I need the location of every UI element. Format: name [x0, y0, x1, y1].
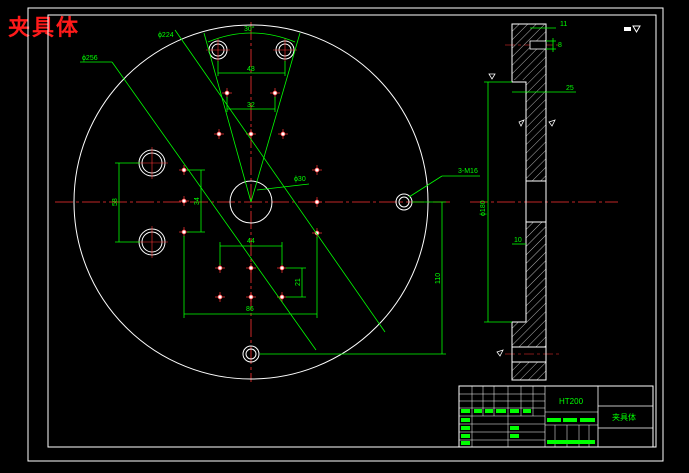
- dim-dia30-label: ϕ30: [294, 176, 306, 183]
- dim-10-label: 10: [514, 237, 522, 244]
- large-hole-top-right[interactable]: [273, 38, 297, 62]
- large-hole-left-upper[interactable]: [136, 147, 168, 179]
- dim-thread-label: 3-M16: [458, 168, 478, 175]
- dim-44-label: 44: [247, 238, 255, 245]
- dim-48-label: 48: [247, 66, 255, 73]
- dim-11-label: 11: [560, 21, 567, 28]
- side-section-view[interactable]: [470, 23, 618, 381]
- dimension-lines-front: [80, 29, 480, 355]
- part-name-label: 夹具体: [612, 412, 636, 422]
- dim-8-label: 8: [558, 42, 562, 49]
- roughness-symbol-corner: [624, 25, 641, 33]
- dim-110-label: 110: [435, 273, 442, 284]
- dim-58-label: 58: [112, 198, 119, 206]
- small-hole-markers: [179, 88, 322, 302]
- dim-dia256-label: ϕ256: [82, 55, 98, 62]
- center-bore[interactable]: [229, 180, 273, 224]
- dim-25-label: 25: [566, 85, 574, 92]
- large-hole-left-lower[interactable]: [136, 226, 168, 258]
- material-label: HT200: [559, 397, 584, 406]
- dim-dia224-label: ϕ224: [158, 32, 174, 39]
- outer-frame: [27, 7, 664, 462]
- dim-34-label: 34: [194, 197, 201, 205]
- dim-angle30-label: 30°: [244, 25, 255, 33]
- dim-21-label: 21: [295, 278, 302, 286]
- dim-32-label: 32: [247, 102, 255, 109]
- watermark-title: 夹具体: [8, 15, 81, 41]
- dim-86-label: 86: [246, 306, 254, 313]
- title-block: HT200 夹具体: [458, 385, 654, 448]
- dim-dia180-label: ϕ180: [480, 200, 487, 216]
- inner-frame: [47, 14, 657, 448]
- large-hole-bottom[interactable]: [242, 345, 260, 363]
- roughness-symbols-side: [488, 73, 556, 357]
- dimension-lines-side: [484, 27, 576, 323]
